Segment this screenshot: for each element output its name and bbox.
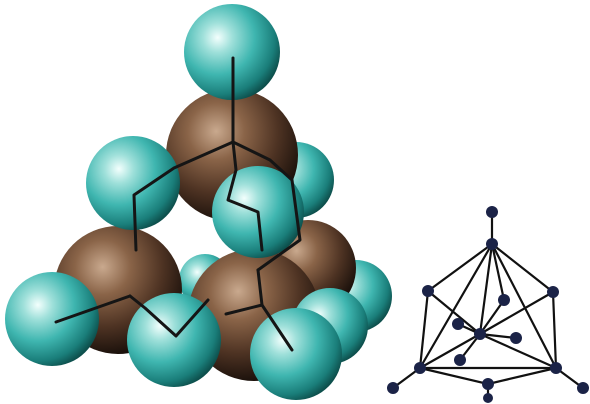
lattice-node bbox=[452, 318, 464, 330]
lattice-node bbox=[482, 378, 494, 390]
lattice-node bbox=[422, 285, 434, 297]
cyan-atom-upper-left bbox=[86, 136, 180, 230]
lattice-node bbox=[510, 332, 522, 344]
lattice-node bbox=[498, 294, 510, 306]
lattice-node bbox=[483, 393, 493, 403]
lattice-node bbox=[547, 286, 559, 298]
lattice-node bbox=[414, 362, 426, 374]
lattice-node bbox=[550, 362, 562, 374]
cyan-atom-bottom-left bbox=[5, 272, 99, 366]
cyan-atom-bottom-right bbox=[250, 308, 342, 400]
lattice-node bbox=[454, 354, 466, 366]
cyan-atom-bottom-mid bbox=[127, 293, 221, 387]
lattice-node bbox=[474, 328, 486, 340]
lattice-node bbox=[486, 238, 498, 250]
lattice-node bbox=[577, 382, 589, 394]
lattice-node bbox=[486, 206, 498, 218]
lattice-node bbox=[387, 382, 399, 394]
space-filling-model bbox=[5, 4, 392, 400]
ball-and-stick-model bbox=[387, 206, 589, 403]
lattice-nodes bbox=[387, 206, 589, 403]
